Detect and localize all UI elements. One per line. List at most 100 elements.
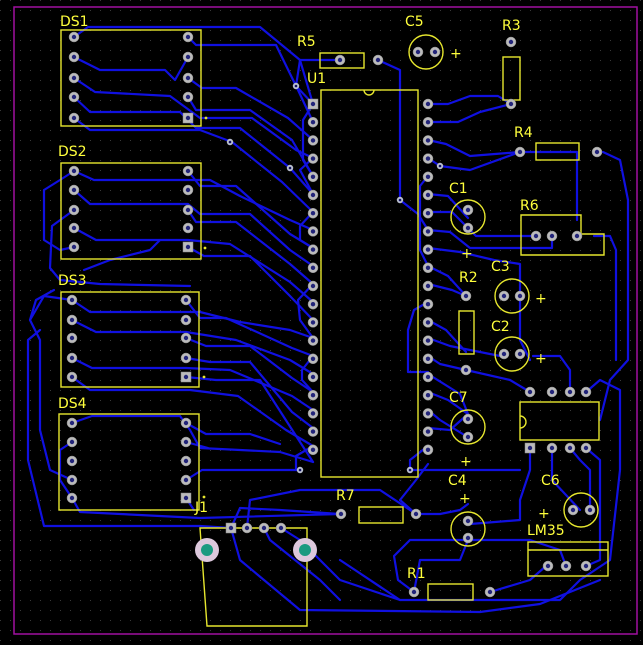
component-labels: DS1 DS2 DS3 DS4 R5 U1 C5 R3 R4 C1 R6 R2 … — [58, 14, 565, 582]
trace-59 — [598, 150, 630, 422]
u1-pin-31-hole — [425, 265, 431, 270]
pin1-dot-1 — [204, 116, 208, 120]
label-ds4: DS4 — [58, 396, 87, 412]
trace-74 — [229, 526, 602, 614]
trace-12 — [186, 208, 315, 286]
trace-23 — [184, 375, 315, 464]
trace-46 — [426, 246, 522, 298]
ds1-pad-r3-hole — [185, 75, 191, 81]
u1-pin-21-hole — [425, 447, 431, 452]
lm35-dip-bot-2-hole — [549, 445, 555, 451]
plus-c5: + — [450, 46, 462, 62]
pin1-dot-2 — [203, 246, 207, 250]
r7-pad-1-hole — [338, 511, 344, 517]
u1-pin-4-hole — [310, 156, 316, 161]
lm35-pad-2-hole — [563, 563, 569, 569]
ds3-pad-r1-hole — [183, 297, 189, 303]
ds1-pad-l3-hole — [71, 75, 77, 81]
via-5-hole — [438, 164, 442, 168]
c4-pad-1-hole — [465, 518, 471, 524]
ds1-pad-r4-hole — [185, 94, 191, 100]
c2-pad-1-hole — [501, 351, 507, 357]
trace-56 — [426, 412, 470, 432]
lm35-dip-outline — [519, 401, 600, 441]
r7-body — [358, 506, 404, 524]
trace-14 — [42, 169, 76, 252]
c1-pad-1-hole — [465, 207, 471, 213]
trace-6 — [186, 95, 315, 178]
ds3-pad-r4-hole — [183, 355, 189, 361]
lm35-dip-1-hole — [527, 445, 533, 451]
ds3-pad-l5-hole — [69, 374, 75, 380]
ds1-pad-l4-hole — [71, 94, 77, 100]
c7-outline — [450, 409, 486, 445]
trace-39 — [426, 102, 513, 124]
ds2-pad-r1-hole — [185, 168, 191, 174]
c3-pad-1-hole — [501, 293, 507, 299]
ds4-outline — [58, 413, 200, 511]
label-r1: R1 — [407, 566, 426, 582]
trace-54 — [426, 390, 470, 416]
r3-pad-2-hole — [508, 101, 514, 107]
plus-c6: + — [538, 506, 550, 522]
ds1-pad-l2-hole — [71, 54, 77, 60]
label-ds1: DS1 — [60, 14, 89, 30]
r5-pad-2-hole — [375, 57, 381, 63]
trace-69 — [488, 564, 548, 594]
ds2-pad-l1-hole — [71, 168, 77, 174]
u1-pin-20-hole — [310, 447, 316, 452]
r6-outline — [520, 214, 605, 256]
label-r3: R3 — [502, 18, 521, 34]
trace-17 — [184, 298, 315, 358]
label-r4: R4 — [514, 125, 533, 141]
plus-c2: + — [535, 351, 547, 367]
label-c7: C7 — [449, 390, 468, 406]
j1-pad-4-hole — [278, 525, 284, 531]
plus-c7: + — [460, 454, 472, 470]
ds3-pad-r3-hole — [183, 335, 189, 341]
trace-76 — [279, 526, 402, 602]
ds2-pad-l2-hole — [71, 187, 77, 193]
u1-pin-34-hole — [425, 211, 431, 216]
trace-67 — [584, 446, 602, 568]
trace-45 — [426, 228, 554, 250]
r1-body — [427, 583, 474, 601]
trace-79 — [300, 354, 315, 394]
ds2-pad-r4-hole — [185, 225, 191, 231]
u1-pin-25-hole — [425, 374, 431, 380]
c4-pad-2-hole — [465, 535, 471, 541]
trace-66 — [568, 446, 592, 512]
ds4-pad-r1-hole — [183, 420, 189, 426]
r2-pad-1-hole — [463, 293, 469, 299]
c4-outline — [450, 511, 486, 547]
r3-pad-1-hole — [508, 39, 514, 45]
ds3-pad-l2-hole — [69, 317, 75, 323]
u1-pin-5-hole — [310, 174, 316, 179]
lm35-pad-3-hole — [583, 563, 589, 569]
trace-10 — [186, 169, 315, 250]
trace-58 — [398, 462, 430, 516]
ds3-pad-l1-hole — [69, 297, 75, 303]
ds2-pad-l3-hole — [71, 207, 77, 213]
label-r7: R7 — [336, 488, 355, 504]
ds2-pad-l4-hole — [71, 225, 77, 231]
label-j1: J1 — [194, 500, 208, 516]
lm35-dip-bot-4-hole — [583, 445, 589, 451]
u1-pin-11-hole — [310, 283, 316, 289]
u1-pin-10-hole — [310, 265, 316, 270]
u1-outline — [320, 89, 419, 478]
label-c2: C2 — [491, 319, 510, 335]
trace-73 — [229, 506, 342, 530]
trace-11 — [72, 188, 315, 268]
u1-pin-24-hole — [425, 393, 431, 398]
trace-47 — [426, 264, 468, 298]
lm35-dip-top-3-hole — [567, 389, 573, 395]
trace-60 — [592, 234, 618, 362]
trace-8 — [72, 116, 315, 214]
trace-3 — [72, 55, 190, 82]
j1-pad-3-hole — [261, 525, 267, 531]
r7-pad-2-hole — [413, 511, 419, 517]
c3-outline — [494, 278, 530, 314]
c7-pad-2-hole — [465, 434, 471, 440]
